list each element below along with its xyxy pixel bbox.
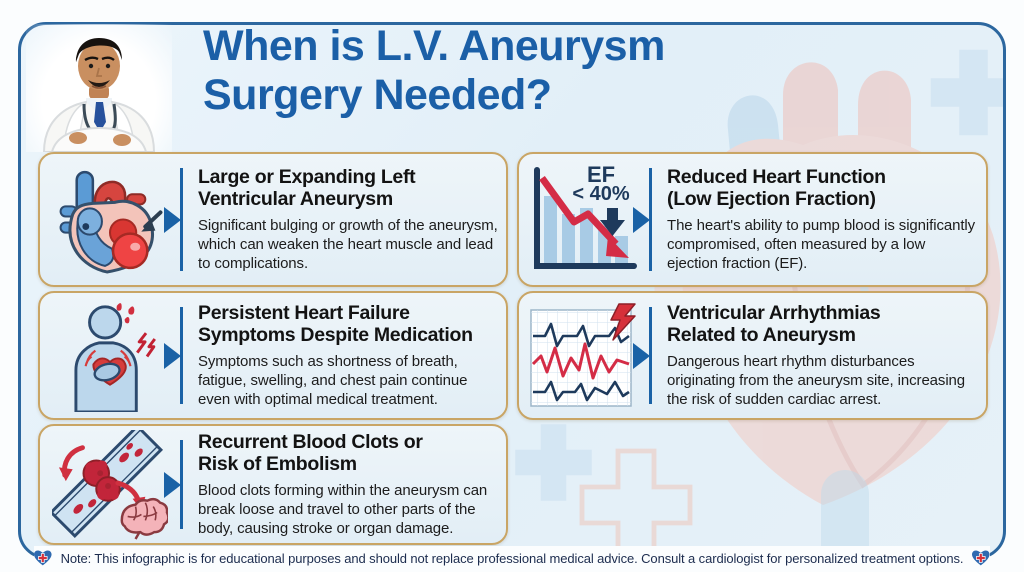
medical-cross-icon xyxy=(930,49,1003,136)
blood-clot-vessel-icon xyxy=(40,429,180,540)
card-heading-line1: Large or Expanding Left xyxy=(198,166,416,189)
card-divider-arrow xyxy=(649,168,652,271)
card-heading-line1: Recurrent Blood Clots or xyxy=(198,431,423,454)
card-heading: Reduced Heart Function (Low Ejection Fra… xyxy=(667,166,978,210)
card-body: Symptoms such as shortness of breath, fa… xyxy=(198,352,468,408)
card-divider-arrow xyxy=(180,307,183,404)
card-heading-line1: Persistent Heart Failure xyxy=(198,302,410,325)
doctor-photo xyxy=(26,24,172,152)
card-heading-line2: Ventricular Aneurysm xyxy=(198,188,393,211)
medical-cross-icon xyxy=(654,258,718,322)
ef-label: EF < 40% xyxy=(562,161,640,206)
footer-note-text: Note: This infographic is for educationa… xyxy=(60,550,964,566)
card-heading-line2: (Low Ejection Fraction) xyxy=(667,188,876,211)
title-line-1: When is L.V. Aneurysm xyxy=(203,22,665,70)
card-body: Dangerous heart rhythm disturbances orig… xyxy=(667,352,966,408)
ef-label-line1: EF xyxy=(586,161,616,187)
card-heading-line1: Reduced Heart Function xyxy=(667,166,886,189)
footer-note-bar: Note: This infographic is for educationa… xyxy=(34,546,990,570)
card-persistent-symptoms: Persistent Heart Failure Symptoms Despit… xyxy=(38,291,508,420)
card-heading-line2: Related to Aneurysm xyxy=(667,324,856,347)
medical-cross-icon xyxy=(515,424,592,501)
heart-cross-logo xyxy=(972,550,990,566)
chest-pain-person-icon xyxy=(40,300,180,412)
title-line-2: Surgery Needed? xyxy=(203,70,552,119)
ef-label-line2: < 40% xyxy=(572,183,630,206)
heart-anatomy-aneurysm-icon xyxy=(40,162,180,278)
card-heading: Ventricular Arrhythmias Related to Aneur… xyxy=(667,302,978,346)
card-heading: Persistent Heart Failure Symptoms Despit… xyxy=(198,302,498,346)
card-heading: Large or Expanding Left Ventricular Aneu… xyxy=(198,166,498,210)
card-blood-clots-embolism: Recurrent Blood Clots or Risk of Embolis… xyxy=(38,424,508,545)
card-heading: Recurrent Blood Clots or Risk of Embolis… xyxy=(198,431,498,475)
card-body: The heart's ability to pump blood is sig… xyxy=(667,216,976,272)
card-reduced-heart-function: EF < 40% Reduced Heart Function (Low Eje… xyxy=(517,152,988,287)
card-divider-arrow xyxy=(180,440,183,529)
card-body: Blood clots forming within the aneurysm … xyxy=(198,481,488,537)
card-heading-line1: Ventricular Arrhythmias xyxy=(667,302,881,325)
background-capsule-shape xyxy=(821,470,869,556)
card-divider-arrow xyxy=(180,168,183,271)
card-divider-arrow xyxy=(649,307,652,404)
card-large-aneurysm: Large or Expanding Left Ventricular Aneu… xyxy=(38,152,508,287)
card-ventricular-arrhythmias: Ventricular Arrhythmias Related to Aneur… xyxy=(517,291,988,420)
heart-cross-logo xyxy=(34,550,52,566)
card-body: Significant bulging or growth of the ane… xyxy=(198,216,498,272)
medical-cross-icon xyxy=(579,448,693,556)
card-heading-line2: Symptoms Despite Medication xyxy=(198,324,473,347)
ecg-arrhythmia-icon xyxy=(519,302,649,410)
page-title: When is L.V. Aneurysm Surgery Needed? xyxy=(203,22,665,119)
declining-ef-chart-icon: EF < 40% xyxy=(519,161,649,276)
card-heading-line2: Risk of Embolism xyxy=(198,453,357,476)
